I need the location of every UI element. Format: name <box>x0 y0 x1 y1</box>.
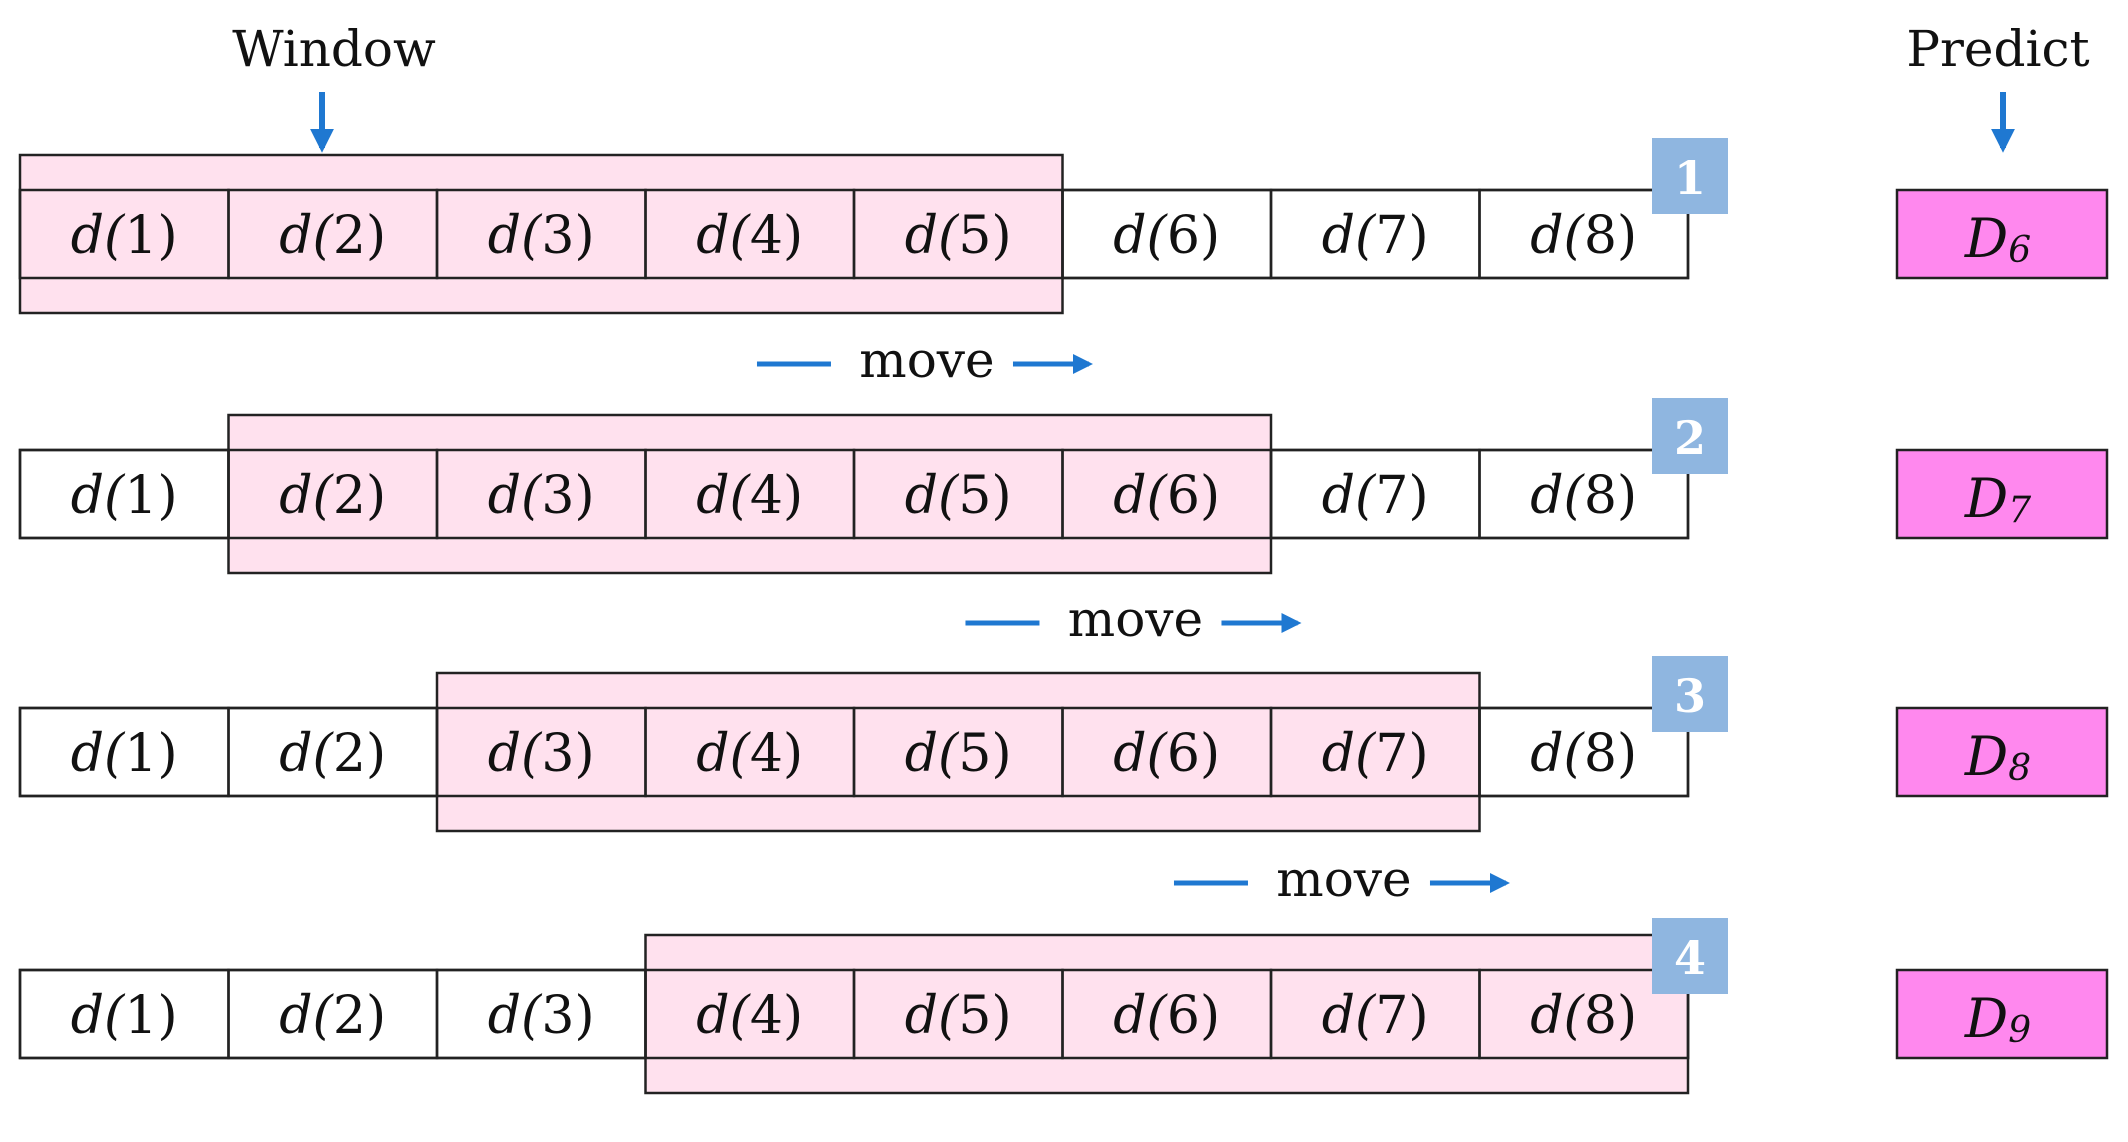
cell-d8 <box>1478 448 1690 540</box>
cell-label-d2: d(2) <box>279 986 386 1046</box>
rows-layer: d(1)d(2)d(3)d(4)d(5)d(6)d(7)d(8)1D6d(1)d… <box>18 138 2109 1095</box>
cell-label-d2: d(2) <box>279 466 386 526</box>
prediction-box-3 <box>1895 706 2109 798</box>
cell-label-d1: d(1) <box>71 986 178 1046</box>
cell-label-d7: d(7) <box>1322 724 1429 784</box>
step-badge-2 <box>1652 398 1728 474</box>
cell-label-d6: d(6) <box>1113 466 1220 526</box>
cell-label-d6: d(6) <box>1113 724 1220 784</box>
cell-label-d8: d(8) <box>1530 206 1637 266</box>
moves-layer: move move move <box>756 331 1510 908</box>
cell-label-d8: d(8) <box>1530 466 1637 526</box>
move-label: move <box>859 331 994 389</box>
cell-label-d4: d(4) <box>696 986 803 1046</box>
cell-label-d4: d(4) <box>696 206 803 266</box>
sliding-window-4 <box>644 933 1690 1095</box>
sliding-window-3 <box>435 671 1481 833</box>
step-badge-number: 3 <box>1674 669 1706 723</box>
move-indicator-1: move <box>756 331 1093 389</box>
cell-label-d7: d(7) <box>1322 986 1429 1046</box>
step-badge-number: 4 <box>1674 931 1706 985</box>
sequence-row-3: d(1) d(2) d(3) d(4) d(5) d(6) d(7) d(8) 3D8 <box>18 656 2109 833</box>
step-badge-number: 1 <box>1674 151 1706 205</box>
sequence-row-1: d(1) d(2) d(3) d(4) d(5) d(6) d(7) d(8) 1D6 <box>18 138 2109 315</box>
sequence-row-4: d(1) d(2) d(3) d(4) d(5) d(6) d(7) d(8) 4D9 <box>18 918 2109 1095</box>
cell-label-d5: d(5) <box>905 206 1012 266</box>
cell-d8 <box>1478 188 1690 280</box>
cell-label-d2: d(2) <box>279 724 386 784</box>
sequence-row-2: d(1) d(2) d(3) d(4) d(5) d(6) d(7) d(8) 2D7 <box>18 398 2109 575</box>
prediction-box-4 <box>1895 968 2109 1060</box>
move-label: move <box>1068 590 1203 648</box>
cell-label-d3: d(3) <box>488 206 595 266</box>
step-badge-1 <box>1652 138 1728 214</box>
cell-label-d7: d(7) <box>1322 206 1429 266</box>
step-badge-3 <box>1652 656 1728 732</box>
cell-label-d7: d(7) <box>1322 466 1429 526</box>
prediction-box-2 <box>1895 448 2109 540</box>
window-label: Window <box>232 20 436 78</box>
cell-label-d5: d(5) <box>905 724 1012 784</box>
cell-label-d2: d(2) <box>279 206 386 266</box>
sliding-window-1 <box>18 153 1064 315</box>
cell-label-d4: d(4) <box>696 466 803 526</box>
step-badge-4 <box>1652 918 1728 994</box>
cell-label-d1: d(1) <box>71 466 178 526</box>
prediction-label: D8 <box>1964 725 2031 789</box>
prediction-label: D7 <box>1964 467 2031 531</box>
predict-label: Predict <box>1906 20 2089 78</box>
cell-label-d1: d(1) <box>71 724 178 784</box>
move-label: move <box>1276 850 1411 908</box>
cell-label-d1: d(1) <box>71 206 178 266</box>
cell-label-d4: d(4) <box>696 724 803 784</box>
move-indicator-3: move <box>1173 850 1510 908</box>
prediction-label: D6 <box>1964 207 2031 271</box>
cell-d8 <box>1478 706 1690 798</box>
cell-label-d6: d(6) <box>1113 986 1220 1046</box>
cell-label-d5: d(5) <box>905 986 1012 1046</box>
cell-label-d6: d(6) <box>1113 206 1220 266</box>
prediction-label: D9 <box>1964 987 2031 1051</box>
cell-label-d8: d(8) <box>1530 986 1637 1046</box>
cell-label-d5: d(5) <box>905 466 1012 526</box>
cell-label-d8: d(8) <box>1530 724 1637 784</box>
move-indicator-2: move <box>965 590 1302 648</box>
prediction-box-1 <box>1895 188 2109 280</box>
step-badge-number: 2 <box>1674 411 1706 465</box>
cell-label-d3: d(3) <box>488 986 595 1046</box>
cell-label-d3: d(3) <box>488 466 595 526</box>
cell-d8 <box>1478 968 1690 1060</box>
cell-label-d3: d(3) <box>488 724 595 784</box>
